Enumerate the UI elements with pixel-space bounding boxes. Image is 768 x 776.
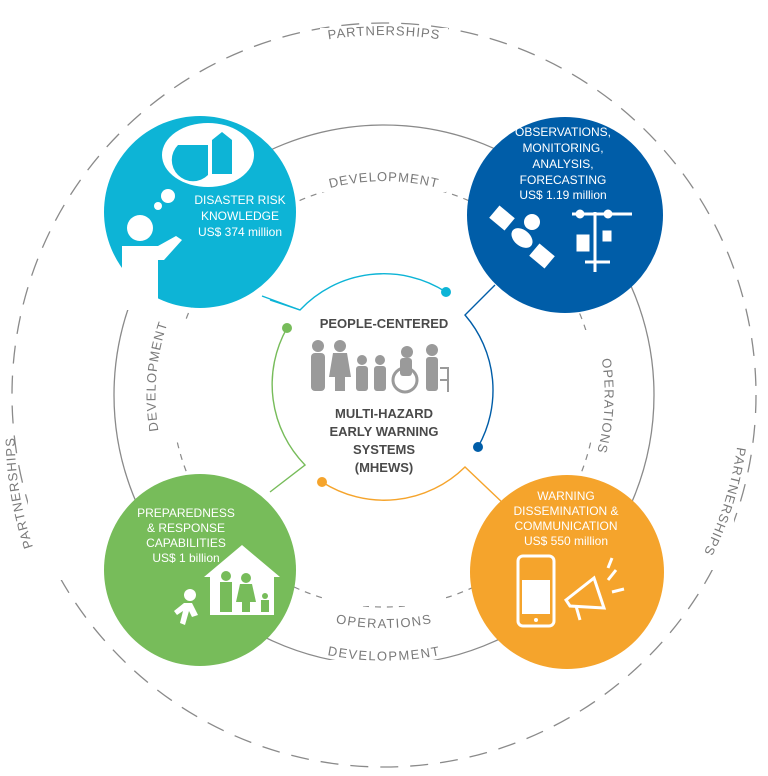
family-house-icon (174, 545, 280, 625)
center-title-line-4: (MHEWS) (355, 460, 414, 475)
connector-green (269, 323, 307, 493)
center-title-line-3: SYSTEMS (353, 442, 415, 457)
preparedness-line-2: & RESPONSE (147, 521, 225, 535)
warning-line-3: COMMUNICATION (514, 519, 617, 533)
pillar-disaster-risk-knowledge[interactable]: DISASTER RISK KNOWLEDGE US$ 374 million (104, 116, 296, 310)
preparedness-line-1: PREPAREDNESS (137, 506, 235, 520)
risk-knowledge-line-2: KNOWLEDGE (201, 209, 279, 223)
observations-line-4: FORECASTING (520, 173, 607, 187)
smartphone-icon (516, 554, 556, 628)
operations-label-bottom: OPERATIONS (335, 611, 433, 631)
center-title-line-1: MULTI-HAZARD (335, 406, 433, 421)
pillar-warning-dissemination[interactable]: WARNING DISSEMINATION & COMMUNICATION US… (470, 475, 664, 669)
connector-orange (317, 466, 506, 506)
partnerships-ring (11, 22, 757, 768)
development-label-bottom: DEVELOPMENT (327, 643, 442, 663)
center-heading: PEOPLE-CENTERED (320, 316, 449, 331)
risk-knowledge-budget: US$ 374 million (198, 225, 282, 239)
preparedness-budget: US$ 1 billion (152, 551, 219, 565)
satellite-icon (489, 205, 555, 269)
development-label-top: DEVELOPMENT (327, 169, 441, 191)
megaphone-icon (563, 557, 625, 621)
partnerships-label-top: PARTNERSHIPS (327, 23, 442, 42)
preparedness-line-3: CAPABILITIES (146, 536, 226, 550)
connector-blue (464, 284, 496, 452)
center-title-line-2: EARLY WARNING (329, 424, 438, 439)
warning-budget: US$ 550 million (524, 534, 608, 548)
connector-cyan (261, 273, 451, 311)
center-people-centered: PEOPLE-CENTERED MULTI-HAZARD EARLY WARNI… (311, 316, 449, 475)
observations-budget: US$ 1.19 million (519, 188, 606, 202)
observations-line-1: OBSERVATIONS, (515, 125, 611, 139)
weather-station-icon (572, 209, 632, 272)
pillar-observations-monitoring[interactable]: OBSERVATIONS, MONITORING, ANALYSIS, FORE… (467, 117, 663, 313)
pillar-preparedness-response[interactable]: PREPAREDNESS & RESPONSE CAPABILITIES US$… (104, 474, 296, 666)
warning-line-1: WARNING (537, 489, 595, 503)
thinking-person-icon (122, 123, 254, 310)
observations-line-2: MONITORING, (522, 141, 603, 155)
risk-knowledge-line-1: DISASTER RISK (194, 193, 285, 207)
warning-line-2: DISSEMINATION & (513, 504, 618, 518)
people-group-icon (311, 340, 449, 394)
observations-line-3: ANALYSIS, (532, 157, 593, 171)
